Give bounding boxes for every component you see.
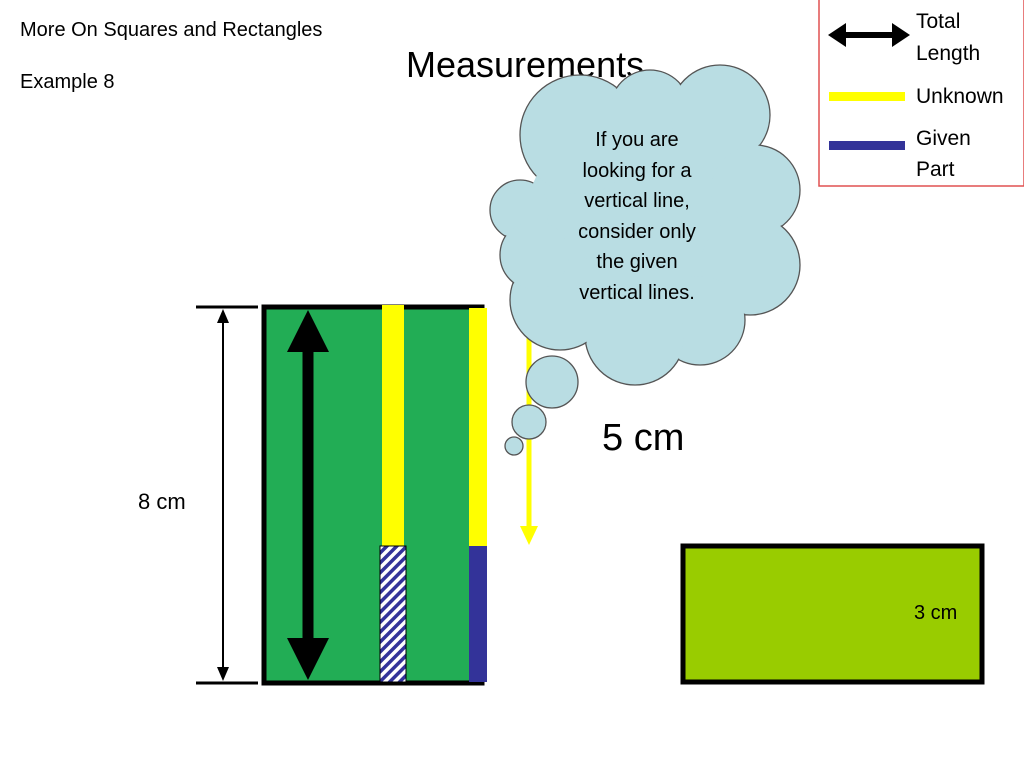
hatched-strip	[379, 545, 407, 683]
legend-given-label-1: Given	[916, 127, 971, 150]
example-label: Example 8	[20, 71, 115, 93]
thought-bubble-medium	[511, 404, 547, 440]
legend-given-label-2: Part	[916, 158, 955, 181]
callout-text: If you are looking for a vertical line, …	[578, 129, 696, 304]
small-rect-height-label: 3 cm	[914, 602, 957, 624]
tall-rectangle	[261, 304, 485, 686]
callout-line-1: If you are	[595, 129, 678, 151]
small-rectangle	[680, 543, 985, 685]
page-heading: Measurements	[406, 44, 645, 85]
callout-line-3: vertical line,	[584, 190, 690, 212]
slide-title: More On Squares and Rectangles	[20, 19, 323, 41]
legend: Total Length Unknown Given Part	[818, 0, 1024, 187]
thought-cloud	[489, 64, 801, 456]
dimension-line-left	[196, 305, 258, 685]
callout-line-6: vertical lines.	[579, 282, 695, 304]
total-length-icon	[828, 23, 910, 47]
given-strip-right	[469, 546, 487, 682]
unknown-strip-inner	[382, 305, 404, 546]
callout-line-2: looking for a	[583, 160, 693, 182]
unknown-strip-right	[469, 308, 487, 546]
thought-bubble-large	[525, 355, 579, 409]
given-part-swatch	[829, 141, 905, 150]
callout-line-4: consider only	[578, 221, 696, 243]
given-length-label: 5 cm	[602, 417, 684, 459]
tall-height-label: 8 cm	[138, 489, 186, 514]
legend-unknown-label: Unknown	[916, 85, 1004, 108]
total-length-arrow	[287, 310, 329, 680]
legend-total-length-label-1: Total	[916, 10, 960, 33]
legend-total-length-label-2: Length	[916, 42, 980, 65]
callout-line-5: the given	[596, 251, 677, 273]
thought-bubble-small	[504, 436, 524, 456]
unknown-swatch	[829, 92, 905, 101]
